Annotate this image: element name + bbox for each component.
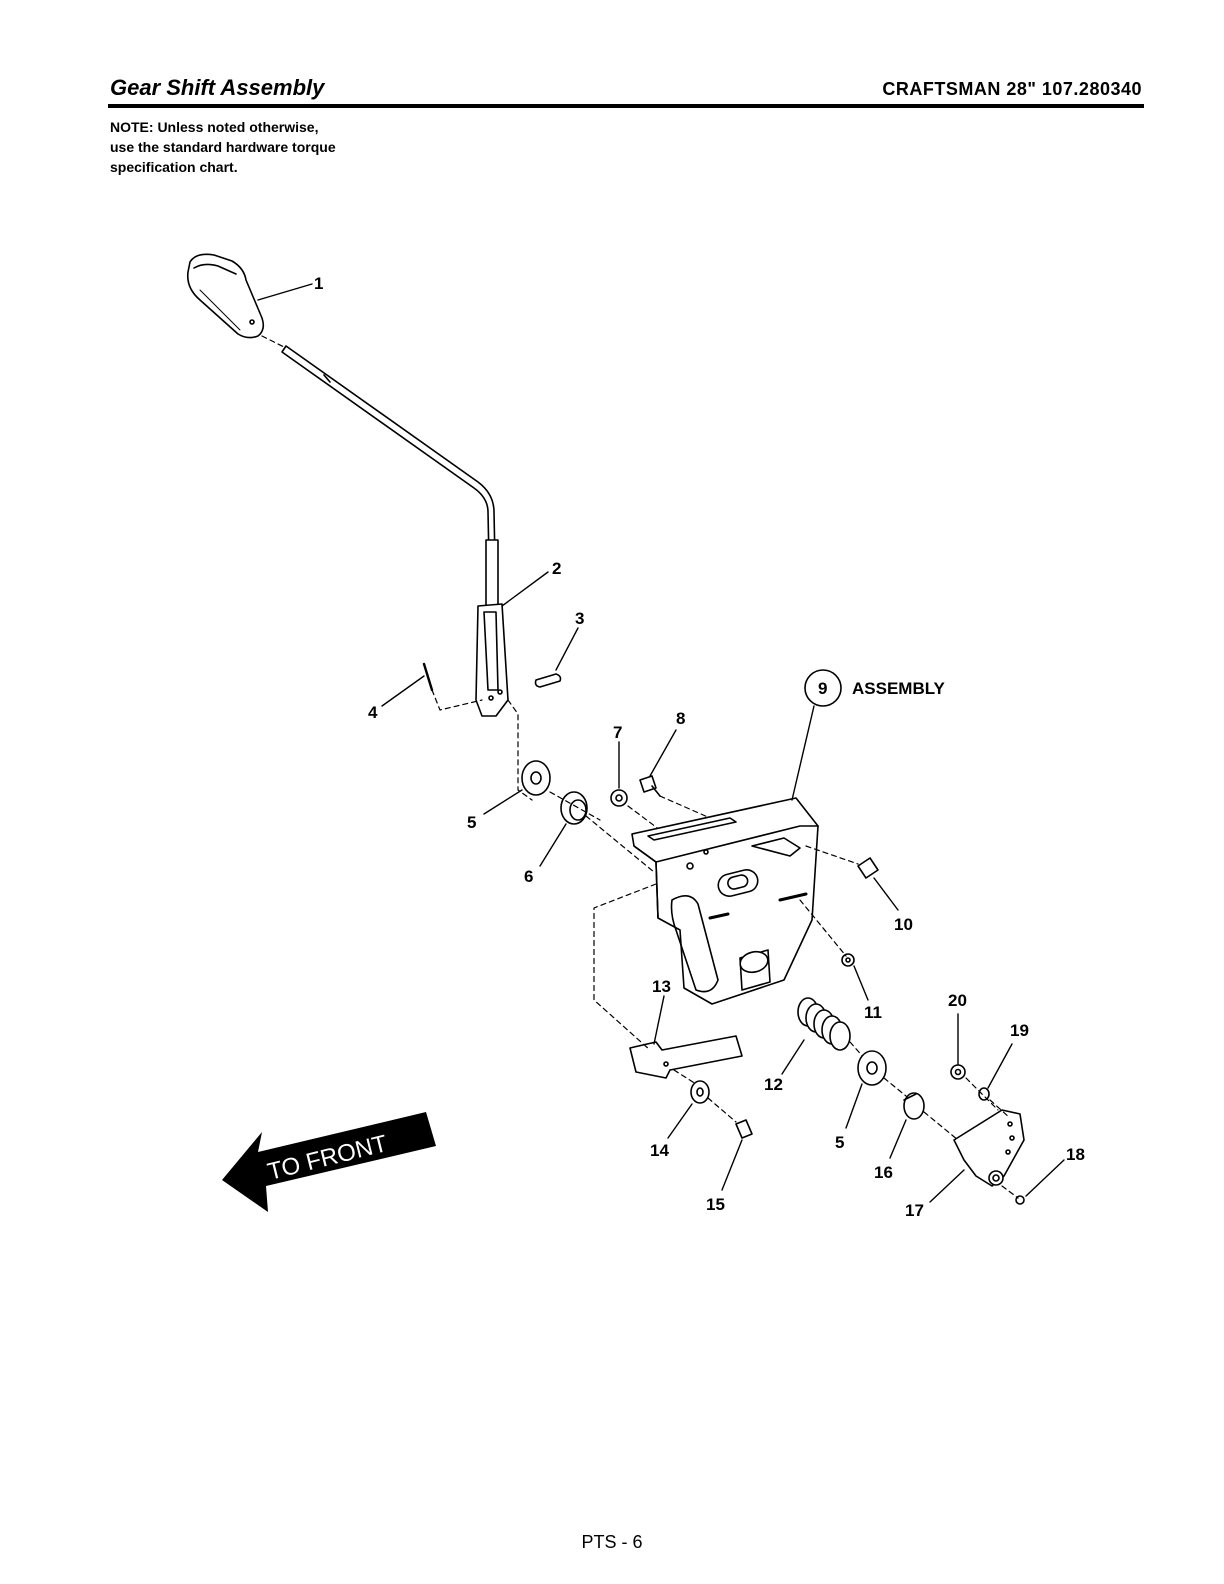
lockout-bracket-part [629,1035,743,1079]
callout-19: 19 [1010,1021,1029,1040]
note-line-2: use the standard hardware torque [110,139,336,155]
shift-arm-part [953,1109,1025,1187]
callout-17: 17 [905,1201,924,1220]
model-number: CRAFTSMAN 28" 107.280340 [882,79,1142,99]
spring-pin-part [422,662,434,692]
callout-4: 4 [368,703,378,722]
callout-20: 20 [948,991,967,1010]
washer-part-14 [690,1080,710,1104]
callout-2: 2 [552,559,561,578]
callout-5-bottom: 5 [835,1133,844,1152]
bolt-part-15 [735,1119,753,1139]
callout-8: 8 [676,709,685,728]
callout-12: 12 [764,1075,783,1094]
roll-pin-part [857,857,879,879]
nut-part-7 [610,789,628,807]
nut-part-20 [950,1064,966,1080]
callout-1: 1 [314,274,323,293]
callout-15: 15 [706,1195,725,1214]
washer-part-19 [978,1087,990,1101]
washer-part-bottom [857,1050,887,1086]
note-line-3: specification chart. [110,159,238,175]
callout-11: 11 [864,1003,882,1022]
page-title: Gear Shift Assembly [110,75,325,100]
callout-6: 6 [524,867,533,886]
bushing-part-16 [903,1092,925,1120]
leader-1 [257,283,313,301]
pin-part [534,673,562,688]
callout-5-top: 5 [467,813,476,832]
nut-part-11 [841,953,855,967]
torque-note: NOTE: Unless noted otherwise, use the st… [110,117,336,177]
shift-knob-part [186,253,265,339]
page-number: PTS - 6 [581,1532,643,1552]
compression-spring-part [797,997,851,1051]
callout-14: 14 [650,1141,669,1160]
callout-16: 16 [874,1163,893,1182]
callout-13: 13 [652,977,671,996]
shift-lever-part [281,345,509,717]
washer-part-top [521,760,551,796]
callout-7: 7 [613,723,622,742]
shift-bracket-assembly [631,797,819,1005]
header-rule [108,104,1144,108]
callout-9: 9 [818,679,827,698]
callout-18: 18 [1066,1145,1085,1164]
callout-10: 10 [894,915,913,934]
callout-3: 3 [575,609,584,628]
leader-2 [501,571,549,607]
bolt-part-8 [639,775,661,797]
callout-9-assembly-label: ASSEMBLY [852,679,946,698]
note-line-1: NOTE: Unless noted otherwise, [110,119,319,135]
to-front-arrow: TO FRONT [222,1112,436,1212]
bushing-part [560,791,588,825]
